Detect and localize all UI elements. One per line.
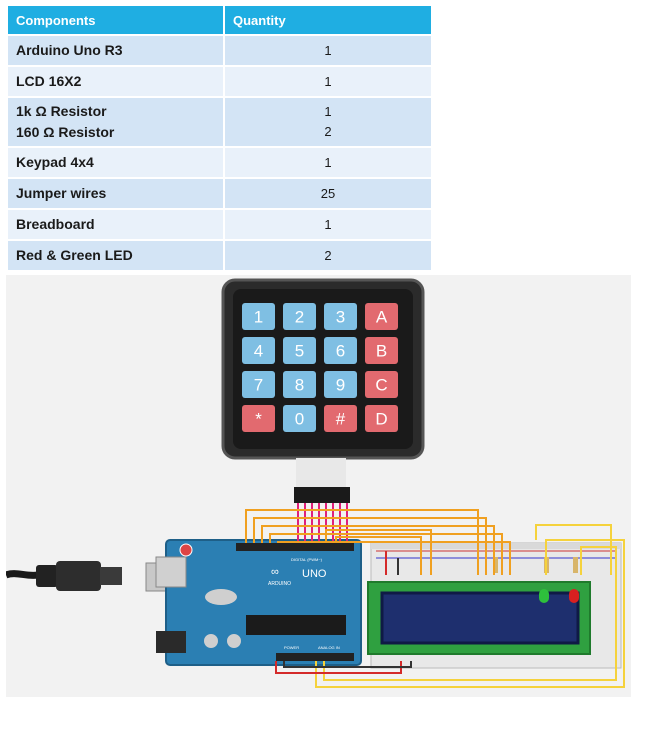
table-row: LCD 16X2 1: [6, 65, 433, 98]
component-quantity: 1: [223, 208, 433, 241]
keypad-key-label: C: [375, 376, 387, 395]
keypad-key: *: [242, 405, 275, 432]
component-name: LCD 16X2: [6, 65, 225, 98]
keypad-key: B: [365, 337, 398, 364]
keypad-keys: 1 2 3 A 4 5 6 B 7 8 9 C * 0 # D: [242, 303, 398, 432]
keypad-key-label: D: [375, 410, 387, 429]
table-row: Red & Green LED 2: [6, 239, 433, 272]
keypad-key-label: 1: [254, 308, 263, 327]
keypad-key: D: [365, 405, 398, 432]
component-name-line: 1k Ω Resistor: [16, 103, 107, 119]
keypad-key-label: 5: [295, 342, 304, 361]
keypad-key-label: 9: [336, 376, 345, 395]
keypad-key: 8: [283, 371, 316, 398]
keypad-key-label: 2: [295, 308, 304, 327]
keypad-key: #: [324, 405, 357, 432]
keypad-key-label: 0: [295, 410, 304, 429]
resistor: [493, 557, 498, 573]
jumper-wire: [335, 536, 422, 575]
keypad-key-label: #: [336, 410, 346, 429]
keypad-key-label: B: [376, 342, 387, 361]
arduino-model-text: UNO: [302, 568, 327, 580]
header-components: Components: [6, 4, 225, 36]
jumper-wire: [253, 517, 487, 575]
keypad-key: 3: [324, 303, 357, 330]
component-name: 1k Ω Resistor 160 Ω Resistor: [6, 96, 225, 148]
keypad-key: 4: [242, 337, 275, 364]
component-name: Arduino Uno R3: [6, 34, 225, 67]
table-row: Arduino Uno R3 1: [6, 34, 433, 67]
jumper-wires: [245, 503, 625, 688]
jumper-wire: [277, 541, 511, 575]
jumper-wire: [535, 524, 612, 575]
header-quantity: Quantity: [223, 4, 433, 36]
component-quantity: 1: [223, 146, 433, 179]
lcd-16x2: [367, 581, 591, 655]
jumper-wire: [315, 539, 625, 688]
keypad-key: A: [365, 303, 398, 330]
green-led: [539, 589, 549, 603]
component-quantity-line: 1: [324, 104, 332, 119]
red-led: [569, 589, 579, 603]
table-row: Keypad 4x4 1: [6, 146, 433, 179]
jumper-wire: [283, 661, 412, 668]
usb-cable: [6, 561, 175, 592]
keypad-key-label: 3: [336, 308, 345, 327]
keypad-key-label: 4: [254, 342, 263, 361]
component-quantity: 1: [223, 65, 433, 98]
digital-pins-label: DIGITAL (PWM~): [291, 557, 323, 562]
table-row: Jumper wires 25: [6, 177, 433, 210]
keypad-key: 7: [242, 371, 275, 398]
component-name: Jumper wires: [6, 177, 225, 210]
component-quantity-line: 2: [324, 124, 332, 139]
analog-pins-label: ANALOG IN: [318, 645, 340, 650]
circuit-svg: ∞ ARDUINO UNO DIGITAL (PWM~) POWER ANALO…: [6, 278, 625, 688]
keypad-key: 5: [283, 337, 316, 364]
arduino-uno-board: ∞ ARDUINO UNO DIGITAL (PWM~) POWER ANALO…: [155, 539, 362, 666]
table-header-row: Components Quantity: [6, 4, 433, 36]
component-name: Breadboard: [6, 208, 225, 241]
table-row: 1k Ω Resistor 160 Ω Resistor 1 2: [6, 96, 433, 148]
keypad-key-label: *: [255, 410, 262, 429]
jumper-wire: [323, 546, 617, 681]
keypad-key-label: 7: [254, 376, 263, 395]
resistor: [573, 557, 578, 573]
arduino-logo-icon: ∞: [271, 566, 279, 578]
keypad-key-label: 6: [336, 342, 345, 361]
keypad-key: 1: [242, 303, 275, 330]
component-name: Keypad 4x4: [6, 146, 225, 179]
arduino-logo-text: ARDUINO: [268, 581, 291, 587]
keypad-key: 2: [283, 303, 316, 330]
keypad-key: C: [365, 371, 398, 398]
component-quantity: 25: [223, 177, 433, 210]
components-table: Components Quantity Arduino Uno R3 1 LCD…: [6, 4, 433, 272]
keypad-key-label: A: [376, 308, 388, 327]
keypad-key-label: 8: [295, 376, 304, 395]
jumper-wire: [269, 533, 503, 575]
table-row: Breadboard 1: [6, 208, 433, 241]
keypad-key: 0: [283, 405, 316, 432]
keypad-key: 9: [324, 371, 357, 398]
circuit-diagram: ∞ ARDUINO UNO DIGITAL (PWM~) POWER ANALO…: [6, 275, 631, 697]
component-quantity: 1 2: [223, 96, 433, 148]
jumper-wire: [261, 525, 495, 575]
jumper-wire: [325, 529, 432, 575]
component-quantity: 2: [223, 239, 433, 272]
component-quantity: 1: [223, 34, 433, 67]
keypad-key: 6: [324, 337, 357, 364]
component-name-line: 160 Ω Resistor: [16, 124, 115, 140]
power-pins-label: POWER: [284, 645, 299, 650]
component-name: Red & Green LED: [6, 239, 225, 272]
